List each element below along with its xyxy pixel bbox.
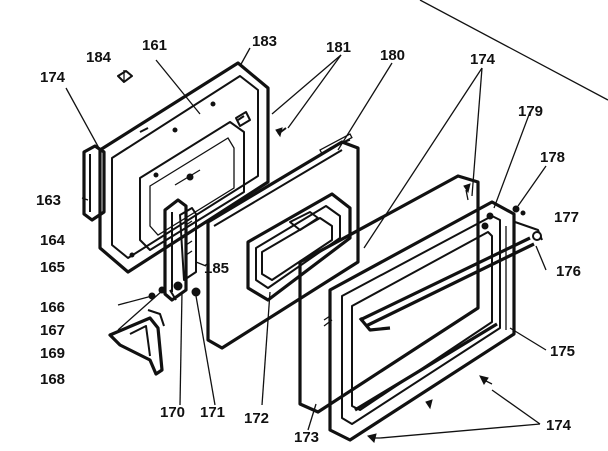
- label-178: 178: [540, 149, 565, 166]
- glass-panel-180: [206, 133, 360, 350]
- label-184: 184: [86, 49, 112, 66]
- outer-glass-173: [298, 174, 480, 414]
- hinge-channel-164: [163, 198, 188, 302]
- side-bracket-163: [82, 144, 106, 222]
- label-175: 175: [550, 343, 575, 360]
- label-170: 170: [160, 404, 185, 421]
- label-174-bottom: 174: [546, 417, 572, 434]
- screws-174: [139, 127, 493, 443]
- label-179: 179: [518, 103, 543, 120]
- small-hardware-166-167: [148, 281, 201, 301]
- label-177: 177: [554, 209, 579, 226]
- window-frame-172: [246, 192, 352, 302]
- handle-mounts-178-179: [481, 205, 526, 230]
- leader-lines: [65, 47, 547, 439]
- label-181: 181: [326, 39, 351, 56]
- inner-door-liner: [98, 61, 270, 274]
- label-172: 172: [244, 410, 269, 427]
- part-number-labels: 161 183 181 180 174 184 174 179 178 177 …: [36, 33, 581, 446]
- label-163: 163: [36, 192, 61, 209]
- label-173: 173: [294, 429, 319, 446]
- label-174-top: 174: [470, 51, 496, 68]
- screws-181: [237, 115, 287, 138]
- label-165: 165: [40, 259, 65, 276]
- clip-184: [117, 70, 133, 83]
- label-185: 185: [204, 260, 229, 277]
- hinge-arm-168-169: [108, 309, 165, 376]
- label-180: 180: [380, 47, 405, 64]
- label-168: 168: [40, 371, 65, 388]
- label-183: 183: [252, 33, 277, 50]
- door-handle-176-177: [358, 221, 543, 332]
- label-166: 166: [40, 299, 65, 316]
- label-176: 176: [556, 263, 581, 280]
- label-171: 171: [200, 404, 225, 421]
- label-167: 167: [40, 322, 65, 339]
- label-164: 164: [40, 232, 66, 249]
- label-174-left: 174: [40, 69, 66, 86]
- label-161: 161: [142, 37, 167, 54]
- label-169: 169: [40, 345, 65, 362]
- hinge-spring-165: [179, 207, 197, 281]
- corner-edge-line: [419, 0, 608, 101]
